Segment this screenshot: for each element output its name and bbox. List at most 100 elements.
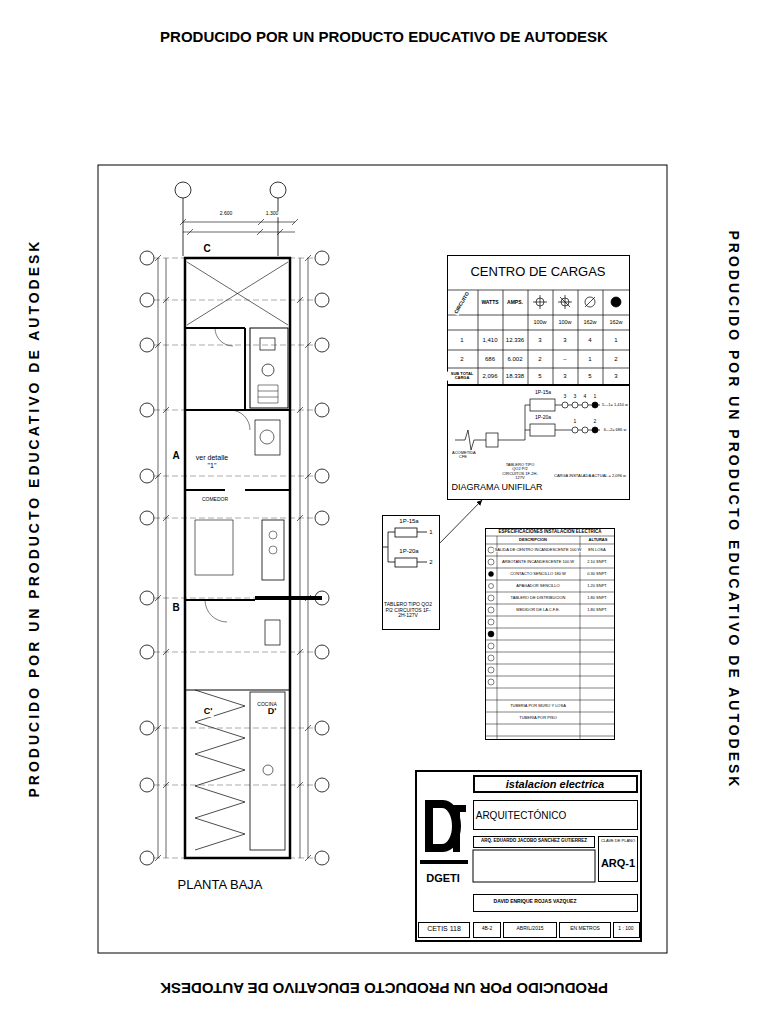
table-cell: 1,410 — [481, 337, 498, 344]
grid-axes — [140, 778, 154, 792]
circuit-load: 6—2= 686 w — [603, 428, 628, 432]
spec-table-grid — [488, 619, 494, 625]
floor-plan — [195, 520, 233, 575]
grid-letter: D' — [267, 707, 278, 717]
spec-description: CONTACTO SENCILLO 180 W — [509, 572, 567, 576]
spec-table-grid — [485, 536, 615, 740]
floor-plan — [262, 364, 274, 376]
dimension-lines — [308, 258, 309, 858]
spec-table-grid — [489, 572, 494, 577]
dimension-lines — [183, 222, 295, 223]
table-header: 162w — [608, 319, 623, 325]
load-table-grid — [611, 297, 621, 307]
dimension-lines — [257, 229, 263, 235]
spec-table-grid — [488, 631, 494, 637]
sheet-frame — [98, 165, 667, 953]
title-field: ABRIL/2015 — [503, 922, 557, 938]
floor-plan — [255, 420, 280, 455]
dgeti-logo — [425, 800, 433, 852]
breaker-label: 1P-15a — [534, 390, 552, 396]
one-line-diagram — [572, 402, 578, 408]
table-header: WATTS — [480, 300, 499, 306]
table-header: CIRCUITO — [453, 290, 471, 315]
one-line-diagram — [455, 399, 600, 450]
count-label: 2 — [593, 419, 598, 425]
table-cell: 5 — [587, 373, 592, 380]
one-line-diagram — [592, 427, 598, 433]
table-cell: 2 — [537, 356, 542, 363]
sheet-frame — [98, 165, 667, 953]
spec-height: 1.20 SNPT — [586, 584, 608, 588]
load-table-grid — [585, 297, 595, 307]
one-line-diagram — [572, 427, 578, 433]
node-text: 1 : 100 — [618, 926, 633, 932]
floor-plan — [185, 599, 255, 601]
floor-plan — [265, 620, 280, 645]
node-text: TABLERO TIPO QO2 P/2 CIRCUITOS 1F-2H-127… — [384, 602, 432, 619]
floor-plan — [245, 489, 290, 491]
spec-description: TUBERIA POR MURO Y LOSA — [509, 704, 567, 708]
title-block: DGETI istalacion electricaARQUITECTÓNICO A… — [415, 770, 642, 942]
one-line-diagram — [525, 405, 530, 430]
diagram-label: CARGA INSTALADA ACTUAL = 2,096 w — [553, 474, 627, 478]
spec-description: TABLERO DE DISTRIBUCION — [510, 596, 567, 600]
watermark: PRODUCIDO POR UN PRODUCTO EDUCATIVO DE A… — [160, 29, 608, 46]
dimension-lines — [183, 232, 295, 233]
count-label: 1 — [573, 419, 578, 425]
grid-axes — [315, 721, 329, 735]
grid-axes — [278, 198, 279, 256]
title-field: EN METROS — [559, 922, 611, 938]
dimension-lines — [163, 297, 169, 788]
spec-description: ARBOTANTE INCANDESCENTE 100 W — [501, 560, 575, 564]
node-text: DGETI — [426, 872, 460, 884]
floor-plan — [187, 262, 288, 325]
floor-plan — [185, 409, 290, 411]
floor-plan — [215, 328, 233, 346]
node-text: 2 — [429, 559, 432, 566]
room-name: COMEDOR — [201, 497, 229, 503]
title-field: istalacion electrica — [473, 775, 638, 793]
node-text: 1P-20a — [399, 548, 418, 555]
dimension: 2.600 — [219, 211, 234, 217]
title-field: CLAVE DE PLANOARQ-1 — [598, 836, 638, 882]
dimension-lines — [158, 258, 159, 858]
one-line-diagram — [530, 424, 555, 436]
one-line-diagram — [498, 405, 525, 440]
grid-axes — [315, 645, 329, 659]
table-cell: 3 — [613, 373, 618, 380]
table-header: AMPS. — [506, 300, 524, 306]
grid-axes — [315, 511, 329, 525]
title-field: 1 : 100 — [613, 922, 640, 938]
count-label: 3 — [563, 394, 568, 400]
table-cell: 1 — [459, 337, 464, 344]
watermark: PRODUCIDO POR UN PRODUCTO EDUCATIVO DE A… — [160, 980, 608, 997]
grid-axes — [140, 251, 154, 265]
table-cell: 3 — [562, 337, 567, 344]
grid-axes — [140, 511, 154, 525]
spec-description: TUBERIA POR PISO — [518, 716, 558, 720]
count-label: 4 — [583, 394, 588, 400]
grid-axes — [140, 851, 154, 865]
dimension-lines — [297, 297, 303, 788]
spec-height: EN LOSA — [587, 548, 606, 552]
floor-plan — [269, 531, 277, 539]
floor-plan — [262, 520, 284, 580]
dimension-lines — [258, 219, 264, 225]
spec-description: MEDIDOR DE LA C.F.E. — [515, 608, 560, 612]
title-field: DAVID ENRIQUE ROJAS VAZQUEZ — [473, 894, 638, 912]
grid-axes — [140, 645, 154, 659]
detail-callout: ver detalle "1" — [194, 454, 230, 469]
table-cell: 2 — [613, 356, 618, 363]
floor-plan — [185, 258, 322, 858]
node-text: ARQUITECTÓNICO — [476, 810, 567, 821]
dgeti-logo — [420, 800, 468, 864]
floor-plan — [263, 765, 273, 775]
table-cell: 2,096 — [481, 373, 498, 380]
table-cell: 18.338 — [505, 373, 525, 380]
table-cell: 6.002 — [506, 356, 523, 363]
node-text: CLAVE DE PLANO — [601, 839, 635, 843]
floor-plan — [244, 328, 246, 410]
floor-plan — [195, 690, 245, 850]
count-label: 3 — [573, 394, 578, 400]
